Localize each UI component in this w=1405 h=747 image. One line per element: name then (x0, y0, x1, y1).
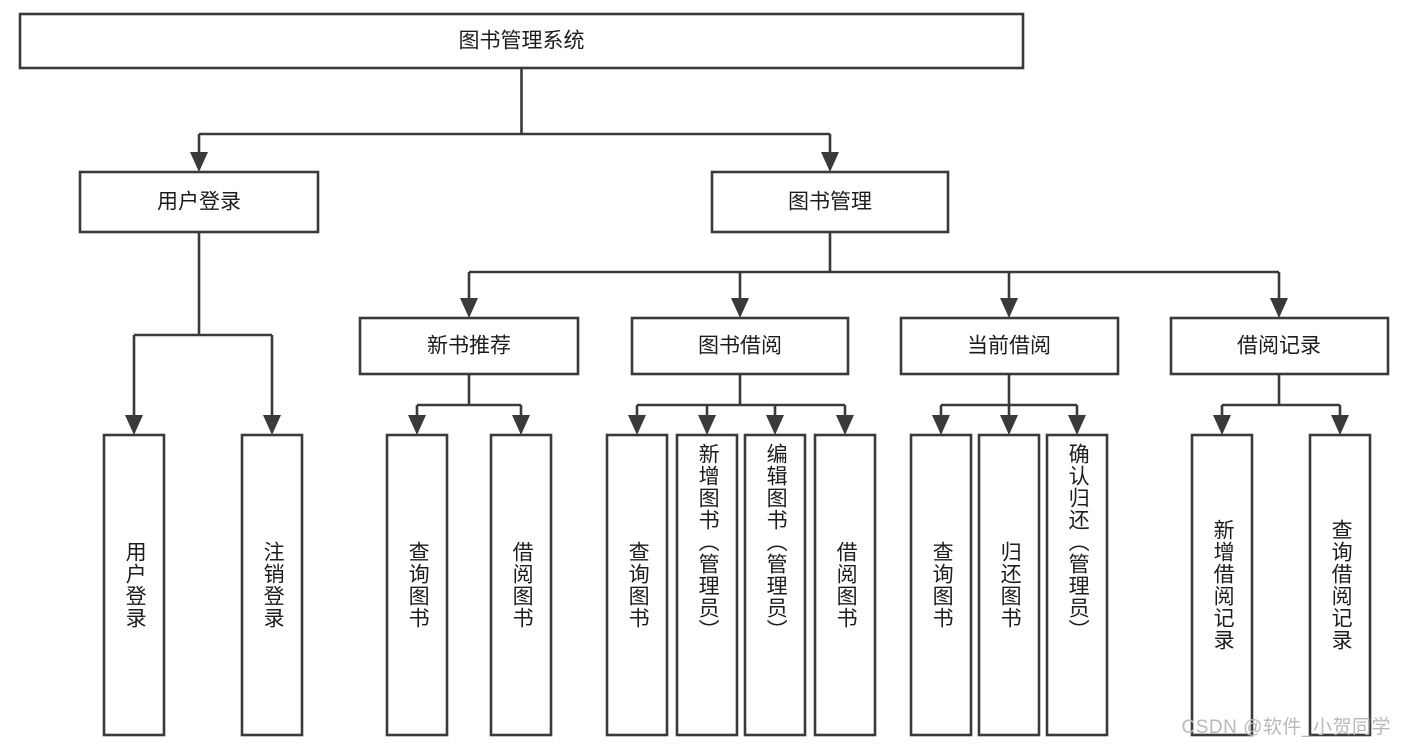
node-user-login[interactable]: 用户登录 (78, 170, 320, 234)
node-current-borrow-label: 当前借阅 (967, 335, 1051, 358)
leaf-node-borrow-book-1[interactable] (489, 433, 553, 737)
leaf-node-query-book-1[interactable] (385, 433, 449, 737)
connector-currentborrow-to-leaves (932, 374, 1086, 435)
node-new-book-recommend[interactable]: 新书推荐 (358, 316, 580, 376)
leaf-node-edit-book[interactable] (743, 433, 807, 737)
leaf-node-query-book-3[interactable] (909, 433, 973, 737)
node-current-borrow[interactable]: 当前借阅 (899, 316, 1120, 376)
connector-userlogin-to-leaves (125, 232, 281, 435)
node-borrow-record[interactable]: 借阅记录 (1169, 316, 1390, 376)
node-book-borrow-label: 图书借阅 (698, 335, 782, 358)
node-root[interactable]: 图书管理系统 (18, 12, 1025, 70)
leaf-node-confirm-return[interactable] (1045, 433, 1109, 737)
node-user-login-label: 用户登录 (157, 191, 241, 214)
connector-newbook-to-leaves (408, 374, 530, 435)
csdn-watermark: CSDN @软件_小贺同学 (1181, 717, 1391, 738)
node-borrow-record-label: 借阅记录 (1237, 335, 1321, 358)
leaf-node-add-book[interactable] (675, 433, 739, 737)
connector-borrowrecord-to-leaves (1213, 374, 1349, 435)
leaf-node-user-logout[interactable] (240, 433, 304, 737)
leaf-node-user-login[interactable] (102, 433, 166, 737)
leaf-node-query-book-2[interactable] (605, 433, 669, 737)
node-book-borrow[interactable]: 图书借阅 (630, 316, 850, 376)
leaf-node-add-record[interactable] (1190, 433, 1254, 737)
leaf-node-query-record[interactable] (1308, 433, 1372, 737)
connector-root-to-level2 (190, 68, 839, 172)
node-book-manage-label: 图书管理 (788, 191, 872, 214)
connector-bookborrow-to-leaves (628, 374, 854, 435)
node-new-book-recommend-label: 新书推荐 (427, 335, 511, 358)
node-root-label: 图书管理系统 (459, 30, 585, 53)
connector-bookmanage-to-level3 (460, 232, 1288, 318)
node-book-manage[interactable]: 图书管理 (710, 170, 950, 234)
leaf-node-return-book[interactable] (977, 433, 1041, 737)
leaf-node-borrow-book-2[interactable] (813, 433, 877, 737)
